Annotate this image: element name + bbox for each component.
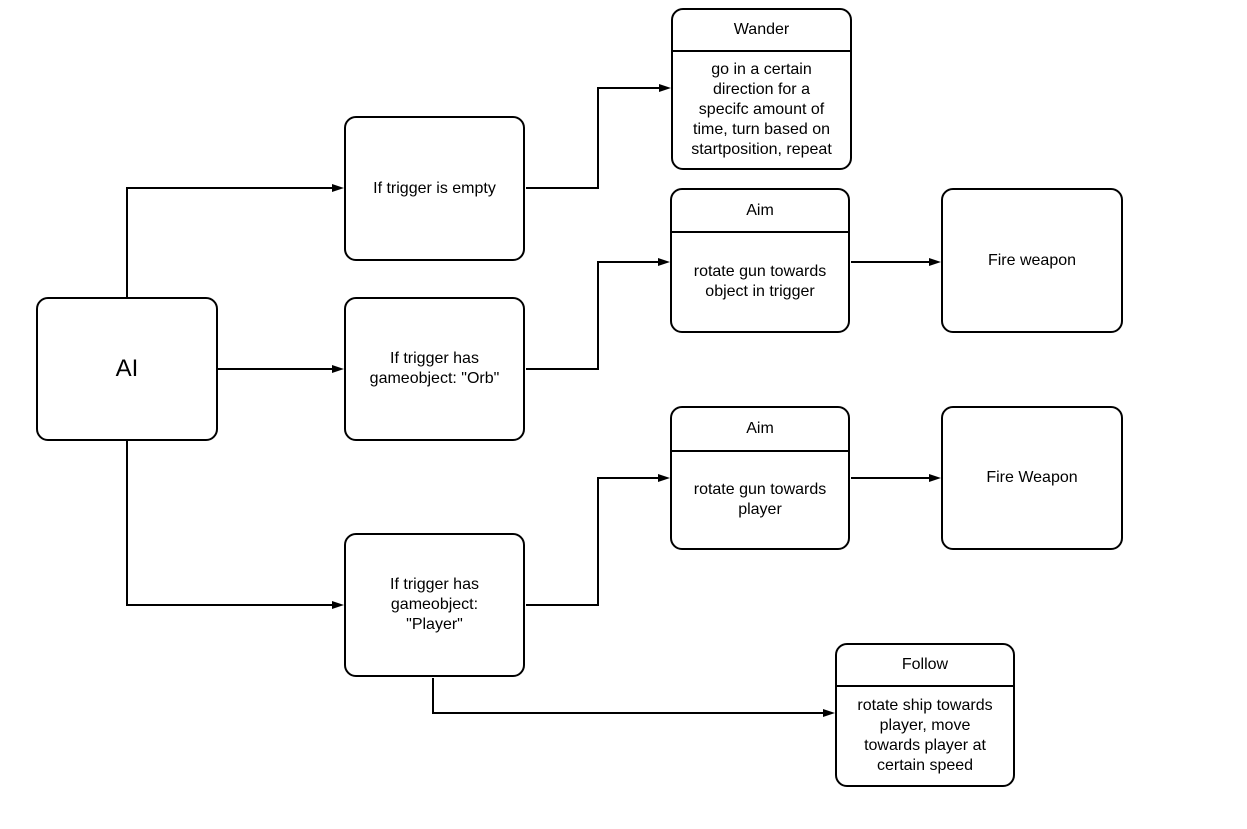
node-if-trigger-player: If trigger has gameobject: "Player" — [344, 533, 525, 677]
node-wander-body: go in a certain direction for a specifc … — [691, 61, 832, 158]
node-aim-player: Aim rotate gun towards player — [670, 406, 850, 550]
node-if-trigger-empty-label: If trigger is empty — [373, 179, 496, 197]
edge-cond-player-aim — [526, 474, 670, 606]
node-follow-body: rotate ship towards player, move towards… — [857, 697, 993, 774]
node-follow: Follow rotate ship towards player, move … — [835, 643, 1015, 787]
node-if-trigger-orb-label: If trigger has gameobject: "Orb" — [369, 350, 500, 387]
node-aim-player-title: Aim — [672, 408, 848, 452]
node-aim-orb: Aim rotate gun towards object in trigger — [670, 188, 850, 333]
edge-cond-empty-wander — [526, 84, 671, 189]
node-ai: AI — [36, 297, 218, 441]
node-fire-weapon-orb: Fire weapon — [941, 188, 1123, 333]
node-fire-weapon-player-label: Fire Weapon — [986, 469, 1078, 486]
node-aim-orb-title: Aim — [672, 190, 848, 233]
node-fire-weapon-player: Fire Weapon — [941, 406, 1123, 550]
node-wander: Wander go in a certain direction for a s… — [671, 8, 852, 170]
node-if-trigger-player-label: If trigger has gameobject: "Player" — [390, 576, 479, 633]
node-follow-title: Follow — [837, 645, 1013, 687]
node-aim-orb-body: rotate gun towards object in trigger — [693, 263, 827, 300]
node-fire-weapon-orb-label: Fire weapon — [987, 251, 1077, 269]
edge-cond-player-follow — [432, 678, 835, 717]
node-if-trigger-orb: If trigger has gameobject: "Orb" — [344, 297, 525, 441]
node-aim-player-body: rotate gun towards player — [693, 481, 827, 518]
edge-ai-cond-empty — [126, 184, 344, 297]
edge-ai-cond-player — [126, 441, 344, 609]
node-wander-title: Wander — [673, 10, 850, 52]
edge-cond-orb-aim — [526, 258, 670, 370]
node-ai-label: AI — [115, 355, 139, 382]
node-if-trigger-empty: If trigger is empty — [344, 116, 525, 261]
